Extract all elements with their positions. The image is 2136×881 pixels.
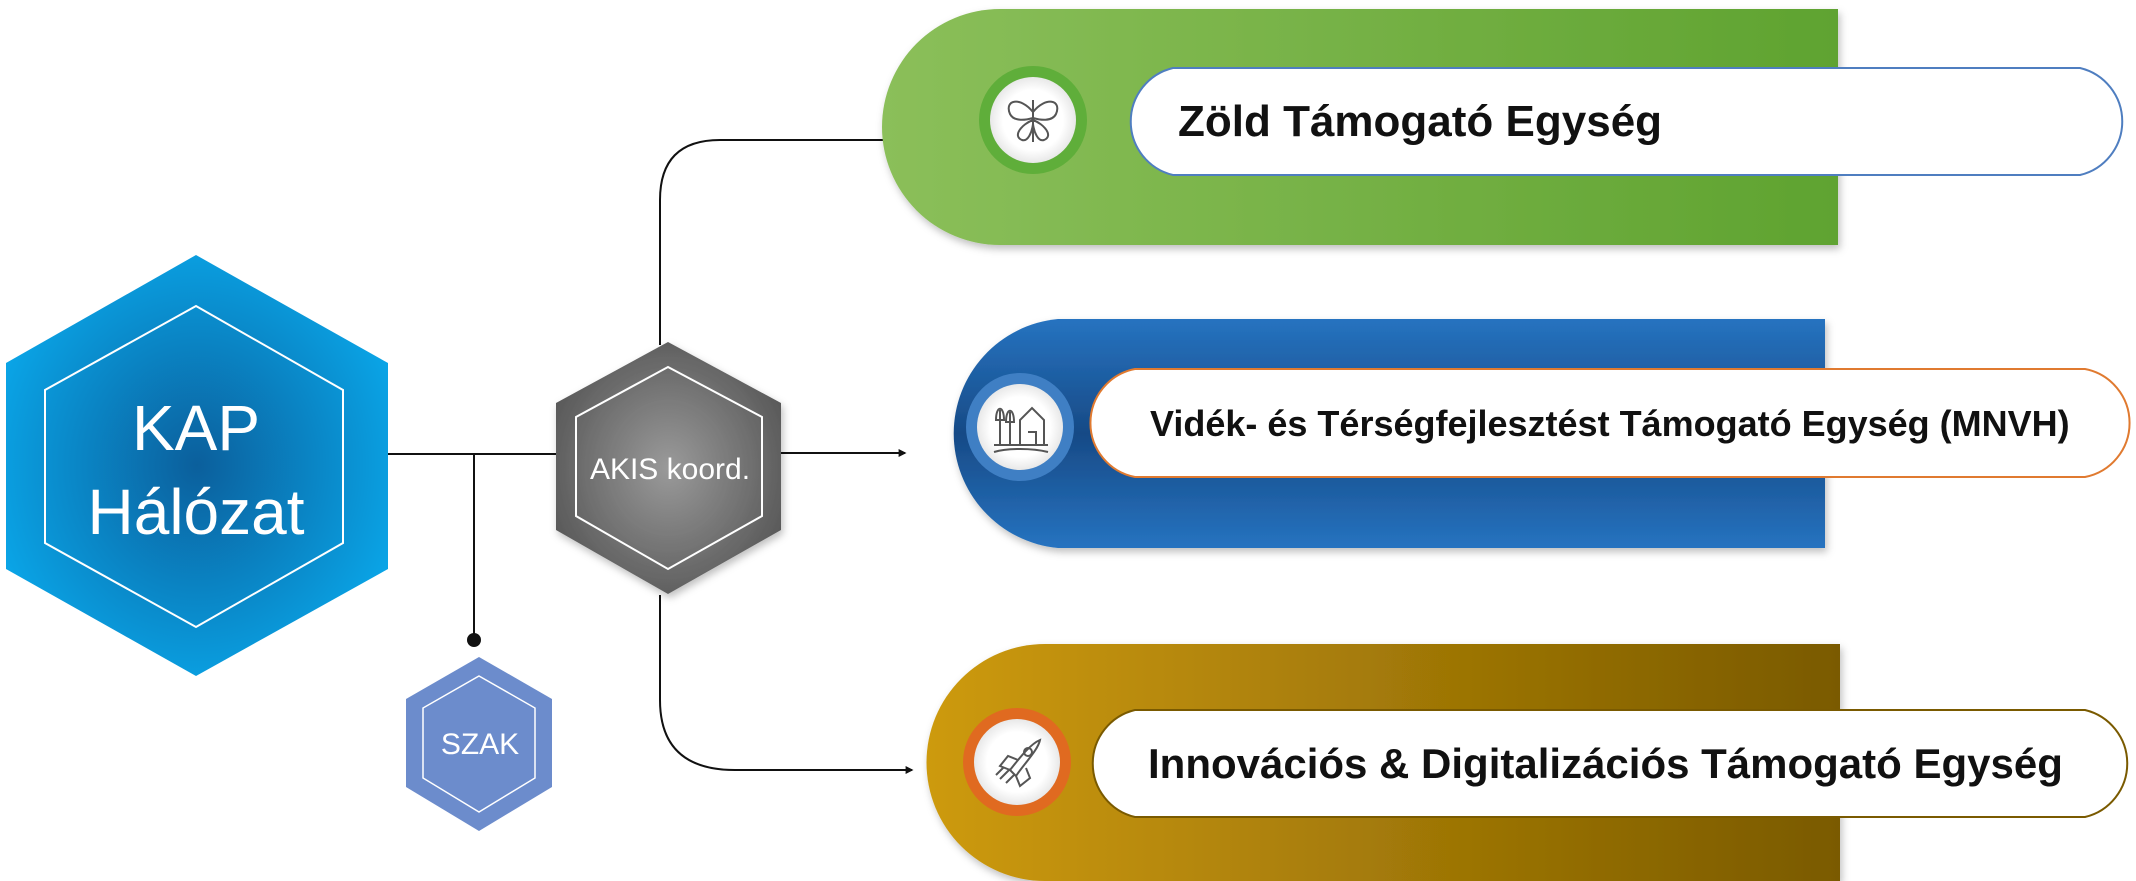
blue-unit-label-box [1089,368,2131,478]
connectors [385,136,914,774]
akis-to-green-connector [659,136,907,345]
kap-label-line1: KAP [131,392,261,464]
kap-label-line2: Hálózat [87,476,305,548]
akis-to-gold-connector [659,595,914,774]
gold-unit-label: Innovációs & Digitalizációs Támogató Egy… [1148,740,2063,787]
szak-label: SZAK [440,728,520,761]
countryside-house-icon [966,373,1074,481]
green-unit-label: Zöld Támogató Egység [1178,97,1663,146]
rocket-icon [963,708,1071,816]
butterfly-icon [979,66,1087,174]
green-unit-label-box [1129,67,2124,176]
kap-hexagon [6,255,388,676]
szak-hexagon [406,657,552,831]
kap-label: KAP Hálózat [50,380,342,560]
blue-unit-label: Vidék- és Térségfejlesztést Támogató Egy… [1150,403,2070,444]
gold-unit-label-box [1091,709,2129,818]
akis-label: AKIS koord. [589,453,751,486]
szak-connector-dot [467,633,481,647]
akis-hexagon [556,342,781,594]
